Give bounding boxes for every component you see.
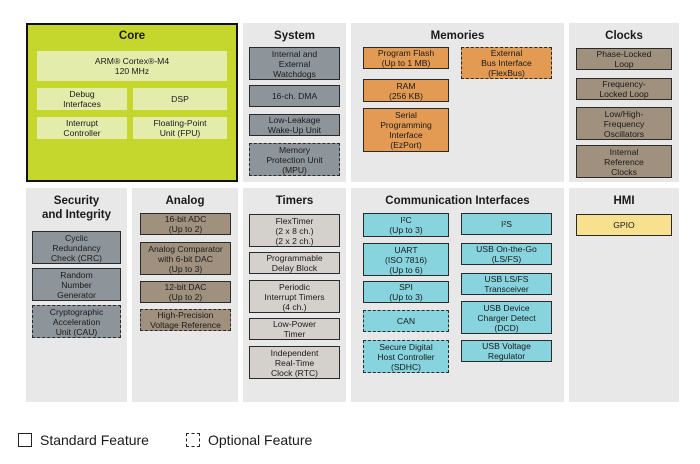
ram-block: RAM (256 KB) [363,79,449,102]
optional-feature-swatch [186,433,200,447]
usb-voltage-regulator-block: USB Voltage Regulator [461,340,552,362]
wakeup-unit-block: Low-Leakage Wake-Up Unit [249,114,340,136]
clocks-panel: Clocks Phase-Locked Loop Frequency- Lock… [569,23,679,182]
voltage-reference-block: High-Precision Voltage Reference [140,309,231,331]
hmi-title: HMI [613,195,635,207]
i2s-block: I²S [461,213,552,235]
timers-title: Timers [275,195,314,207]
system-panel: System Internal and External Watchdogs 1… [243,23,346,182]
flextimer-block: FlexTimer (2 x 8 ch.) (2 x 2 ch.) [249,214,340,247]
security-panel: Security and Integrity Cyclic Redundancy… [26,188,127,402]
usb-dcd-block: USB Device Charger Detect (DCD) [461,301,552,334]
usb-otg-block: USB On-the-Go (LS/FS) [461,243,552,265]
sdhc-block: Secure Digital Host Controller (SDHC) [363,340,449,373]
fpu-block: Floating-Point Unit (FPU) [133,117,227,139]
clocks-title: Clocks [605,30,643,42]
programmable-delay-block: Programmable Delay Block [249,252,340,274]
periodic-interrupt-timers-block: Periodic Interrupt Timers (4 ch.) [249,280,340,313]
cpu-block: ARM® Cortex®-M4 120 MHz [37,51,227,81]
legend-standard: Standard Feature [18,430,149,450]
analog-panel: Analog 16-bit ADC (Up to 2) Analog Compa… [132,188,238,402]
watchdogs-block: Internal and External Watchdogs [249,47,340,80]
rtc-block: Independent Real-Time Clock (RTC) [249,346,340,379]
ezport-block: Serial Programming Interface (EzPort) [363,108,449,152]
i2c-block: I²C (Up to 3) [363,213,449,237]
program-flash-block: Program Flash (Up to 1 MB) [363,47,449,69]
dac-block: 12-bit DAC (Up to 2) [140,281,231,303]
dma-block: 16-ch. DMA [249,85,340,107]
interrupt-controller-block: Interrupt Controller [37,117,127,139]
timers-panel: Timers FlexTimer (2 x 8 ch.) (2 x 2 ch.)… [243,188,346,402]
legend-optional: Optional Feature [186,430,312,450]
oscillators-block: Low/High- Frequency Oscillators [576,107,672,140]
optional-feature-label: Optional Feature [208,432,313,448]
pll-block: Phase-Locked Loop [576,48,672,70]
dsp-block: DSP [133,88,227,110]
standard-feature-label: Standard Feature [40,432,149,448]
security-title: Security and Integrity [41,195,111,221]
system-title: System [274,30,315,42]
gpio-block: GPIO [576,214,672,236]
analog-comparator-block: Analog Comparator with 6-bit DAC (Up to … [140,242,231,275]
can-block: CAN [363,310,449,332]
rng-block: Random Number Generator [32,268,121,301]
spi-block: SPI (Up to 3) [363,281,449,303]
debug-interfaces-block: Debug Interfaces [37,88,127,110]
communication-panel: Communication Interfaces I²C (Up to 3) U… [351,188,564,402]
core-title: Core [118,30,146,42]
core-panel: Core ARM® Cortex®-M4 120 MHz Debug Inter… [26,23,238,182]
analog-title: Analog [165,195,205,207]
low-power-timer-block: Low-Power Timer [249,318,340,340]
fll-block: Frequency- Locked Loop [576,78,672,100]
reference-clocks-block: Internal Reference Clocks [576,145,672,178]
flexbus-block: External Bus Interface (FlexBus) [461,47,552,79]
communication-title: Communication Interfaces [385,195,530,207]
uart-block: UART (ISO 7816) (Up to 6) [363,243,449,276]
cau-block: Cryptographic Acceleration Unit (CAU) [32,305,121,338]
hmi-panel: HMI GPIO [569,188,679,402]
usb-transceiver-block: USB LS/FS Transceiver [461,273,552,295]
memories-title: Memories [430,30,485,42]
mpu-block: Memory Protection Unit (MPU) [249,143,340,176]
crc-block: Cyclic Redundancy Check (CRC) [32,231,121,264]
adc-block: 16-bit ADC (Up to 2) [140,213,231,235]
standard-feature-swatch [18,433,32,447]
memories-panel: Memories Program Flash (Up to 1 MB) Exte… [351,23,564,182]
